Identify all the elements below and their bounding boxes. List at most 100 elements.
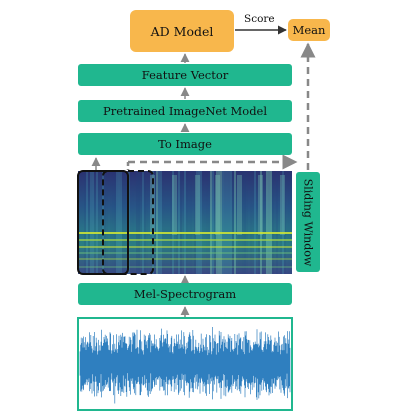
spectrogram-column	[108, 171, 110, 274]
spectrogram-column	[138, 171, 140, 274]
spectrogram-column	[106, 171, 108, 274]
spectrogram-column	[142, 171, 144, 274]
spectrogram-column	[210, 171, 212, 274]
spectrogram-band	[78, 232, 292, 234]
spectrogram-column	[226, 171, 228, 274]
spectrogram-column	[288, 171, 290, 274]
spectrogram-column	[216, 171, 218, 274]
spectrogram-band	[78, 239, 292, 241]
waveform-trace	[79, 327, 291, 404]
spectrogram-column	[92, 171, 94, 274]
spectrogram-image	[78, 171, 292, 274]
spectrogram-column	[176, 171, 178, 274]
spectrogram-column	[156, 171, 158, 274]
spectrogram-column	[282, 171, 284, 274]
mean-node: Mean	[288, 19, 330, 41]
spectrogram-column	[82, 171, 84, 274]
spectrogram-column	[160, 171, 162, 274]
spectrogram-column	[236, 171, 238, 274]
spectrogram-harmonic-column	[215, 175, 220, 235]
spectrogram-column	[112, 171, 114, 274]
spectrogram-column	[198, 171, 200, 274]
spectrogram-column	[100, 171, 102, 274]
spectrogram-column	[258, 171, 260, 274]
spectrogram-harmonic-column	[258, 175, 263, 235]
spectrogram-band	[78, 252, 292, 254]
spectrogram-harmonic-column	[280, 175, 285, 235]
spectrogram-harmonic-column	[237, 175, 242, 235]
spectrogram-column	[250, 171, 252, 274]
spectrogram-harmonic-column	[150, 175, 155, 235]
spectrogram-column	[222, 171, 224, 274]
spectrogram-column	[242, 171, 244, 274]
spectrogram-column	[220, 171, 222, 274]
spectrogram-column	[122, 171, 124, 274]
sliding-window-label: Sliding Window	[301, 178, 315, 266]
spectrogram-column	[238, 171, 240, 274]
spectrogram-column	[164, 171, 166, 274]
spectrogram-band	[78, 258, 292, 260]
spectrogram-column	[186, 171, 188, 274]
spectrogram-column	[130, 171, 132, 274]
window-solid	[77, 170, 129, 275]
spectrogram-column	[244, 171, 246, 274]
spectrogram-column	[194, 171, 196, 274]
spectrogram-harmonic-column	[195, 175, 200, 235]
spectrogram-column	[286, 171, 288, 274]
spectrogram-harmonic-column	[172, 175, 177, 235]
spectrogram-column	[202, 171, 204, 274]
spectrogram-column	[234, 171, 236, 274]
spectrogram-column	[254, 171, 256, 274]
spectrogram-column	[200, 171, 202, 274]
spectrogram-column	[178, 171, 180, 274]
spectrogram-column	[180, 171, 182, 274]
spectrogram-column	[104, 171, 106, 274]
spectrogram-column	[114, 171, 116, 274]
spectrogram-column	[84, 171, 86, 274]
spectrogram-bands	[78, 232, 292, 268]
spectrogram-column	[192, 171, 194, 274]
spectrogram-column	[168, 171, 170, 274]
spectrogram-column	[110, 171, 112, 274]
spectrogram-column	[240, 171, 242, 274]
spectrogram-column	[148, 171, 150, 274]
spectrogram-column	[154, 171, 156, 274]
spectrogram-column	[248, 171, 250, 274]
spectrogram-column	[172, 171, 174, 274]
spectrogram-column	[146, 171, 148, 274]
spectrogram-column	[260, 171, 262, 274]
spectrogram-column	[124, 171, 126, 274]
spectrogram-column	[174, 171, 176, 274]
spectrogram-column	[118, 171, 120, 274]
spectrogram-column	[284, 171, 286, 274]
spectrogram-column	[274, 171, 276, 274]
waveform-panel	[77, 317, 293, 411]
spectrogram-column	[276, 171, 278, 274]
spectrogram-column	[204, 171, 206, 274]
spectrogram-column	[252, 171, 254, 274]
spectrogram-column	[116, 171, 118, 274]
spectrogram-band	[78, 246, 292, 248]
spectrogram-column	[96, 171, 98, 274]
spectrogram-column	[196, 171, 198, 274]
mel-spectrogram-node: Mel-Spectrogram	[78, 283, 292, 305]
spectrogram-column	[132, 171, 134, 274]
spectrogram-column	[184, 171, 186, 274]
pretrained-model-node: Pretrained ImageNet Model	[78, 100, 292, 122]
spectrogram-column	[268, 171, 270, 274]
spectrogram-column	[224, 171, 226, 274]
spectrogram-column	[136, 171, 138, 274]
spectrogram-column	[232, 171, 234, 274]
spectrogram-column	[150, 171, 152, 274]
spectrogram-column	[158, 171, 160, 274]
spectrogram-column	[98, 171, 100, 274]
spectrogram-column	[264, 171, 266, 274]
score-label: Score	[244, 13, 275, 25]
spectrogram-column	[80, 171, 82, 274]
spectrogram-column	[90, 171, 92, 274]
spectrogram-column	[166, 171, 168, 274]
spectrogram-column	[140, 171, 142, 274]
spectrogram-column	[190, 171, 192, 274]
spectrogram-band	[78, 266, 292, 268]
